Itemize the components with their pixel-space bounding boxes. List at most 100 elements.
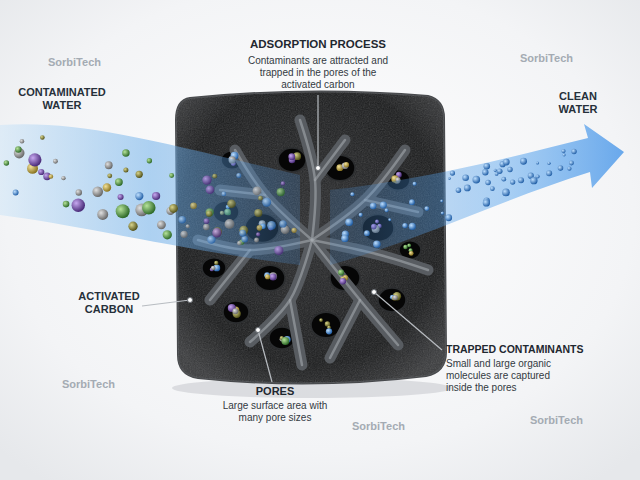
contaminant-particle bbox=[277, 188, 285, 196]
water-droplet bbox=[490, 186, 495, 191]
contaminant-particle bbox=[254, 209, 262, 217]
water-droplet bbox=[503, 159, 510, 166]
watermark-holder: SorbiTech bbox=[352, 420, 432, 433]
callout-heading: ADSORPTION PROCESS bbox=[218, 38, 418, 52]
trapped-particle bbox=[214, 261, 218, 265]
contaminant-particle bbox=[157, 220, 166, 229]
contaminant-particle bbox=[147, 158, 152, 163]
water-droplet bbox=[561, 149, 565, 153]
trapped-particle bbox=[344, 162, 349, 167]
contaminant-particle bbox=[221, 192, 226, 197]
contaminant-particle bbox=[53, 159, 58, 164]
contaminant-particle bbox=[118, 194, 124, 200]
contaminant-particle bbox=[116, 204, 130, 218]
leader-lines bbox=[142, 95, 442, 382]
water-droplet bbox=[441, 211, 444, 214]
contaminant-particle bbox=[225, 219, 235, 229]
trapped-particle bbox=[270, 273, 277, 280]
trapped-particle bbox=[340, 278, 347, 285]
contaminant-particle bbox=[206, 210, 212, 216]
water-droplet bbox=[448, 177, 451, 180]
contaminant-particle bbox=[180, 231, 187, 238]
contaminant-particle bbox=[257, 225, 263, 231]
contaminant-particle bbox=[254, 238, 259, 243]
contaminant-particle bbox=[61, 176, 65, 180]
carbon-texture bbox=[170, 80, 455, 400]
pore-channel-highlight bbox=[330, 300, 360, 358]
water-droplet bbox=[440, 200, 443, 203]
water-droplet bbox=[485, 180, 491, 186]
leader-dot bbox=[256, 328, 261, 333]
contaminant-particle bbox=[136, 171, 143, 178]
trapped-particle bbox=[407, 244, 411, 248]
water-droplet bbox=[536, 175, 540, 179]
pore-channel-highlight bbox=[300, 120, 315, 240]
part-label: ACTIVATED CARBON bbox=[74, 290, 144, 316]
pore-pocket bbox=[255, 265, 285, 291]
pore-channel-highlight bbox=[315, 140, 345, 180]
water-droplet bbox=[445, 214, 452, 221]
pore-channel-highlight bbox=[290, 300, 302, 365]
contaminant-particle bbox=[15, 146, 22, 153]
contaminant-particle bbox=[28, 153, 41, 166]
contaminant-particle bbox=[20, 139, 24, 143]
pore-pocket bbox=[202, 258, 226, 278]
pore-channel bbox=[210, 250, 250, 300]
watermark-holder: SorbiTech bbox=[48, 56, 128, 69]
leader-line bbox=[142, 300, 190, 306]
contaminant-particle bbox=[178, 216, 185, 223]
contaminated-water-flow bbox=[0, 124, 300, 265]
leader-dot bbox=[188, 298, 193, 303]
callout-heading-holder: PORES bbox=[225, 385, 325, 398]
callout-heading-holder: ADSORPTION PROCESS bbox=[218, 38, 418, 52]
water-droplet bbox=[341, 235, 348, 242]
water-droplet bbox=[547, 162, 550, 165]
contaminant-particle bbox=[135, 192, 143, 200]
water-droplet bbox=[483, 199, 490, 206]
contaminant-particle bbox=[256, 232, 260, 236]
contaminant-particle bbox=[206, 208, 214, 216]
contaminant-particle bbox=[152, 192, 160, 200]
water-droplet bbox=[484, 163, 491, 170]
leader-line bbox=[258, 330, 272, 382]
contaminant-particle bbox=[291, 228, 296, 233]
trapped-particle bbox=[393, 292, 401, 300]
water-droplet bbox=[546, 170, 552, 176]
trapped-particle bbox=[393, 295, 398, 300]
callout-heading: PORES bbox=[225, 385, 325, 398]
water-droplet bbox=[370, 203, 377, 210]
contaminant-particle bbox=[107, 173, 112, 178]
flow-label-holder: CLEAN WATER bbox=[546, 90, 610, 116]
contaminant-particle bbox=[204, 218, 210, 224]
contaminant-particle bbox=[253, 186, 262, 195]
water-droplet bbox=[472, 176, 480, 184]
contaminant-particles bbox=[4, 135, 297, 255]
water-droplet bbox=[558, 165, 564, 171]
watermark-holder: SorbiTech bbox=[530, 414, 610, 427]
contaminant-particle bbox=[105, 161, 113, 169]
callout-body: Large surface area with many pore sizes bbox=[215, 400, 335, 424]
water-droplet bbox=[345, 218, 353, 226]
water-droplet bbox=[450, 170, 455, 175]
water-droplet bbox=[567, 167, 571, 171]
contaminant-particle bbox=[76, 189, 82, 195]
trapped-particle bbox=[409, 251, 414, 256]
part-label-holder: ACTIVATED CARBON bbox=[74, 290, 144, 316]
water-droplet bbox=[424, 206, 429, 211]
watermark: SorbiTech bbox=[530, 414, 610, 427]
callout-body-holder: Large surface area with many pore sizes bbox=[215, 400, 335, 424]
contaminant-particle bbox=[49, 174, 54, 179]
contaminant-particle bbox=[186, 224, 190, 228]
trapped-particle bbox=[281, 337, 289, 345]
contaminant-particle bbox=[190, 202, 197, 209]
contaminant-particle bbox=[63, 201, 70, 208]
pore-pocket bbox=[223, 301, 249, 323]
contaminant-particle bbox=[169, 173, 174, 178]
contaminant-particle bbox=[128, 222, 137, 231]
callout-body-holder: Small and large organic molecules are ca… bbox=[446, 358, 576, 394]
contaminant-particle bbox=[13, 190, 19, 196]
pore-pocket bbox=[378, 288, 406, 312]
contaminant-particle bbox=[262, 198, 271, 207]
